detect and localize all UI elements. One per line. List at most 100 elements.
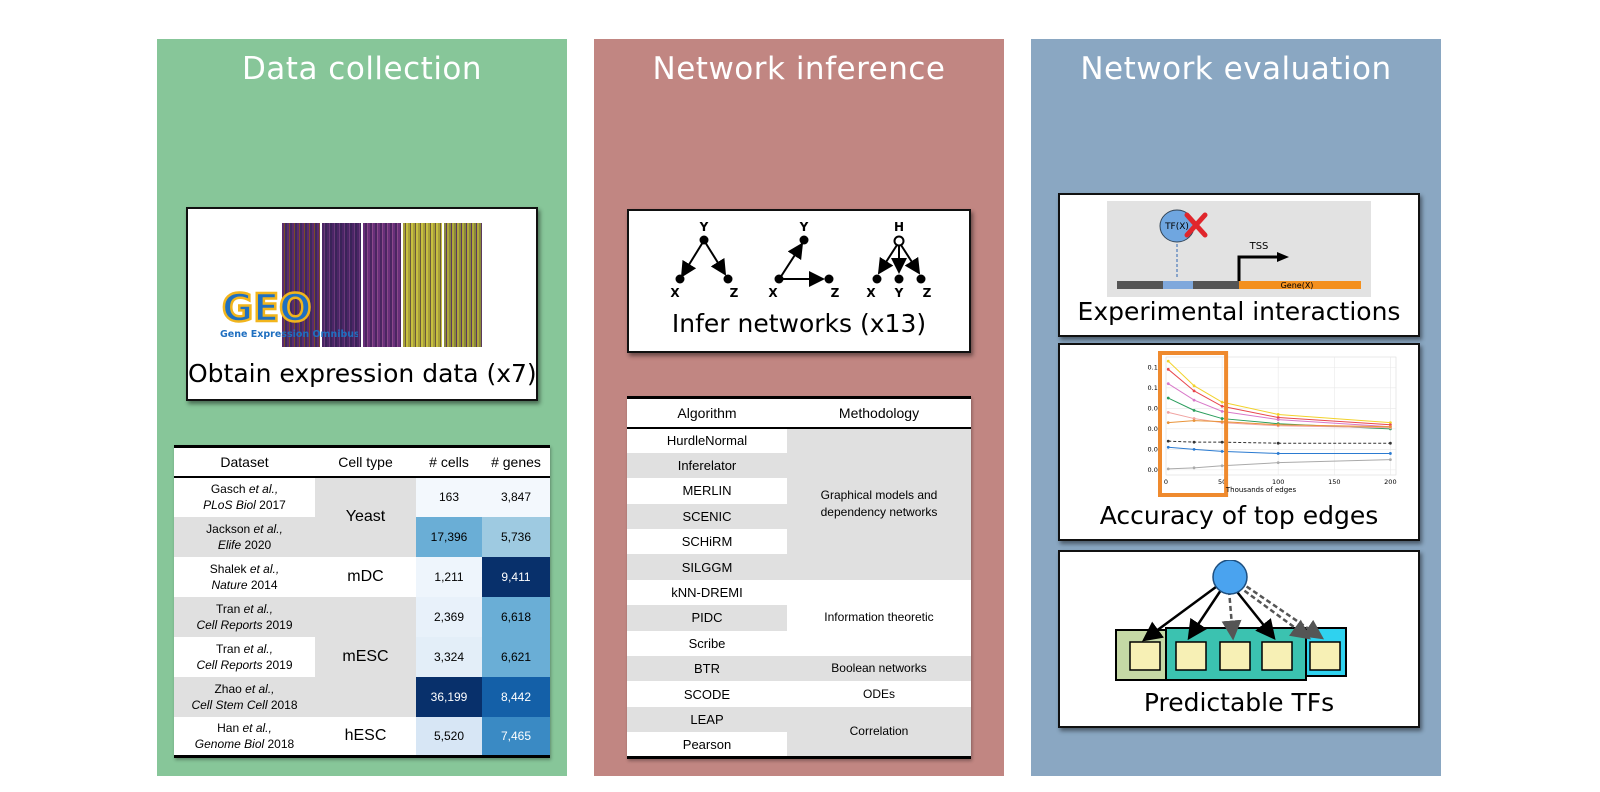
y-tick-label: 0.12 xyxy=(1148,363,1162,371)
algorithm-cell: BTR xyxy=(627,656,787,682)
geo-caption: Obtain expression data (x7) xyxy=(188,359,537,388)
dataset-cell: Gasch et al.,PLoS Biol 2017 xyxy=(203,482,286,512)
label-z: Z xyxy=(831,286,840,300)
cells-cell: 5,520 xyxy=(416,716,482,757)
genes-cell: 8,442 xyxy=(482,676,550,717)
label-x: X xyxy=(768,286,778,300)
heatmap-strip xyxy=(403,223,442,347)
dna-segment xyxy=(1117,281,1163,289)
methodology-cell: Information theoretic xyxy=(824,610,934,625)
dataset-cell: Jackson et al.,Elife 2020 xyxy=(174,516,315,557)
table-row: MERLIN xyxy=(627,478,971,503)
cell-type-cell: mESC xyxy=(315,596,416,717)
node-y xyxy=(894,274,904,284)
motif-chain: Y X Z xyxy=(768,220,839,300)
table-row: SCODE ODEs xyxy=(627,681,971,706)
data-point xyxy=(1388,458,1392,462)
algorithm-cell: Scribe xyxy=(688,635,726,651)
data-point xyxy=(1276,416,1280,419)
tf-node xyxy=(1212,560,1248,595)
cells-cell: 3,324 xyxy=(416,636,482,677)
y-tick-label: 0.06 xyxy=(1148,425,1162,433)
genes-cell: 3,847 xyxy=(482,476,550,517)
series-line xyxy=(1168,440,1391,444)
table-header-row: Algorithm Methodology xyxy=(627,397,971,429)
heatmap-strip xyxy=(362,223,402,347)
methodology-cell: Boolean networks xyxy=(787,656,971,682)
data-point xyxy=(1166,439,1170,443)
label-x: X xyxy=(670,286,680,300)
data-point xyxy=(1192,384,1196,388)
table-row: Inferelator xyxy=(627,452,971,479)
tss-arrow xyxy=(1237,255,1279,281)
label-z: Z xyxy=(730,286,739,300)
data-point xyxy=(1388,421,1392,425)
target-gene-node xyxy=(1219,641,1251,671)
tss-label: TSS xyxy=(1249,241,1269,252)
node-z xyxy=(916,274,926,284)
infer-card: Y X Z Y X Z H xyxy=(627,209,971,353)
cells-cell: 17,396 xyxy=(416,516,482,557)
data-point xyxy=(1166,467,1170,471)
genes-cell: 9,411 xyxy=(482,556,550,597)
geo-logo: GEO Gene Expression Omnibus xyxy=(218,281,360,341)
table-row: SCENIC xyxy=(627,503,971,530)
algorithm-cell: SCENIC xyxy=(627,503,787,530)
col-header-dataset: Dataset xyxy=(174,446,315,478)
tf-label: TF(X) xyxy=(1164,222,1189,232)
data-point xyxy=(1220,409,1224,413)
data-point xyxy=(1166,396,1170,400)
cell-type-cell: Yeast xyxy=(315,476,416,557)
genes-cell: 6,621 xyxy=(482,636,550,677)
data-point xyxy=(1276,413,1280,416)
cells-cell: 2,369 xyxy=(416,596,482,637)
y-tick-label: 0.10 xyxy=(1148,384,1162,392)
data-point xyxy=(1276,423,1280,427)
data-point xyxy=(1192,447,1196,451)
genes-cell: 7,465 xyxy=(482,716,550,757)
table-row: Shalek et al.,Nature 2014 mDC 1,211 9,41… xyxy=(174,556,550,597)
data-point xyxy=(1166,411,1170,414)
data-point xyxy=(1166,421,1170,425)
y-tick-label: 0.02 xyxy=(1148,466,1162,474)
table-row: LEAP Correlation xyxy=(627,706,971,758)
table-row: SILGGM xyxy=(627,554,971,580)
algorithm-cell: MERLIN xyxy=(682,483,732,499)
experimental-card: Gene(X) TSS TF(X) Experimental interacti… xyxy=(1058,193,1420,337)
table-row: kNN-DREMI Information theoretic xyxy=(627,580,971,624)
methodology-cell: ODEs xyxy=(862,686,895,701)
node-h xyxy=(893,235,905,247)
algorithm-cell: Inferelator xyxy=(627,452,787,479)
data-point xyxy=(1220,450,1224,453)
data-point xyxy=(1166,359,1170,363)
data-point xyxy=(1192,398,1196,402)
heatmap-strip xyxy=(443,223,483,347)
data-point xyxy=(1388,441,1392,445)
motif-hidden: H X Y Z xyxy=(866,220,931,300)
algorithm-table: Algorithm Methodology HurdleNormal Graph… xyxy=(627,396,971,760)
geo-logo-text: GEO xyxy=(222,286,311,330)
predictable-card: Predictable TFs xyxy=(1058,550,1420,728)
data-point xyxy=(1220,417,1224,420)
heatmap-strip xyxy=(282,223,321,347)
network-inference-panel: Network inference Y X Z xyxy=(594,39,1004,776)
y-tick-label: 0.04 xyxy=(1148,445,1162,453)
algorithm-cell: kNN-DREMI xyxy=(671,585,743,601)
cell-type-cell: mDC xyxy=(315,556,416,597)
algorithm-cell: SILGGM xyxy=(627,554,787,580)
y-tick-label: 0.08 xyxy=(1148,404,1162,412)
panel-title: Data collection xyxy=(241,51,483,87)
heatmap-strip xyxy=(322,223,361,347)
data-collection-panel: Data collection GEO Gene Expression Omni… xyxy=(157,39,567,776)
label-y: Y xyxy=(699,220,709,234)
dataset-cell: Zhao et al.,Cell Stem Cell 2018 xyxy=(174,676,315,717)
binding-site xyxy=(1163,281,1193,289)
data-point xyxy=(1276,418,1280,421)
algorithm-cell: HurdleNormal xyxy=(666,433,748,449)
x-tick-label: 0 xyxy=(1164,478,1168,486)
data-point xyxy=(1192,419,1196,423)
genes-cell: 5,736 xyxy=(482,516,550,557)
data-point xyxy=(1388,423,1392,427)
